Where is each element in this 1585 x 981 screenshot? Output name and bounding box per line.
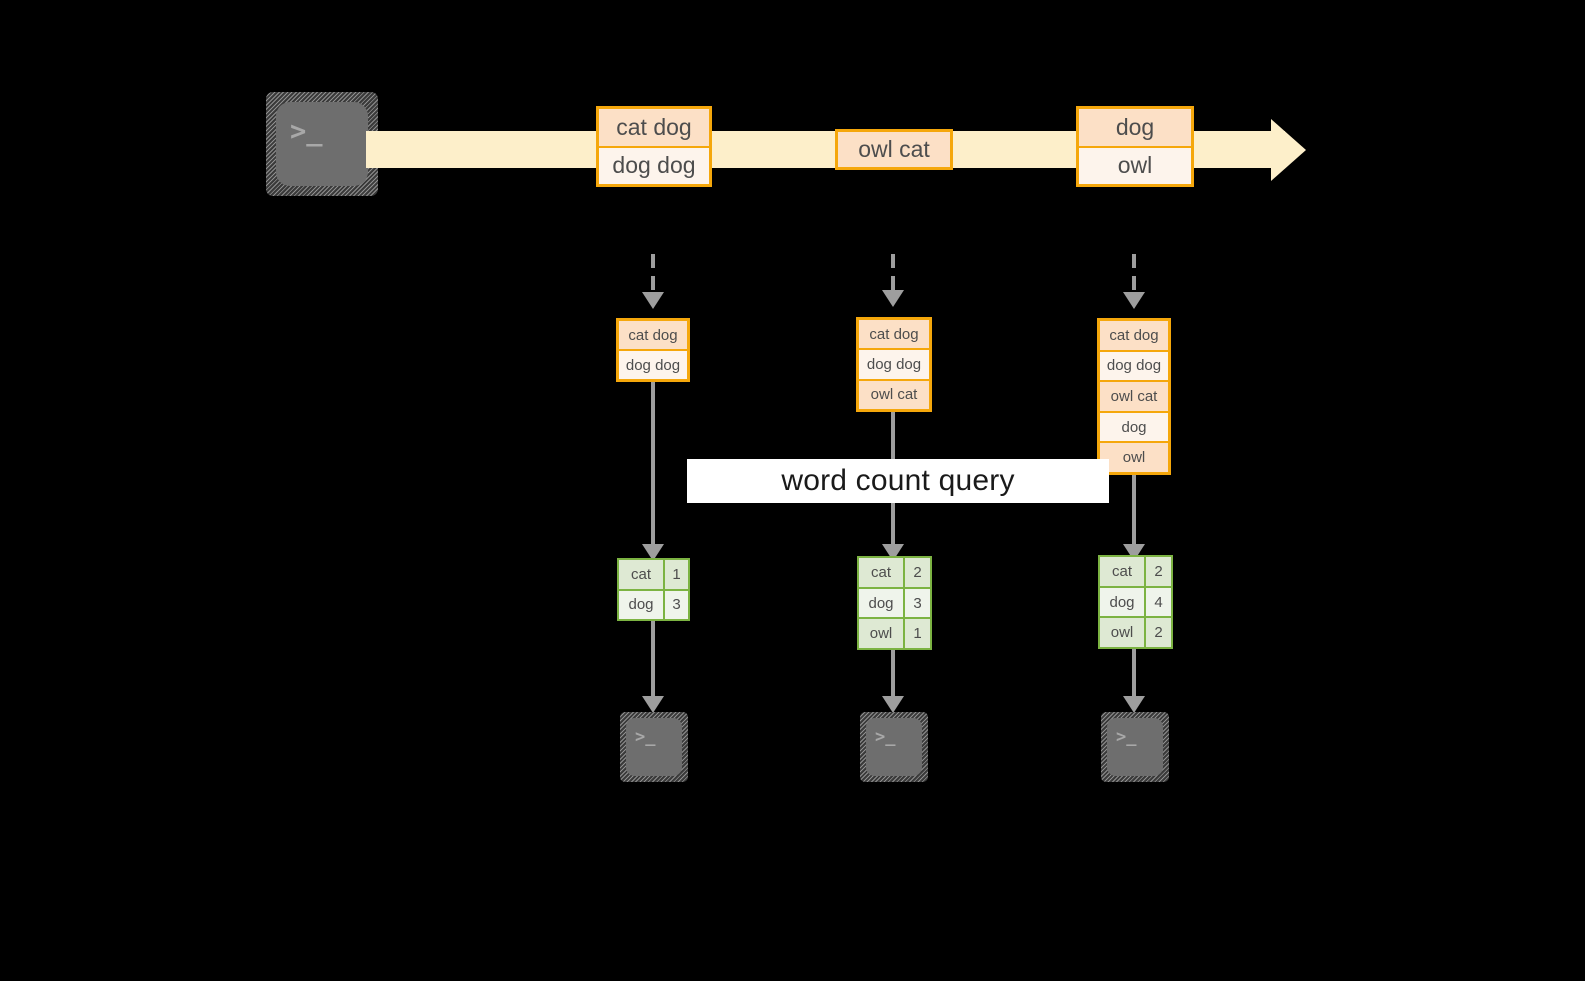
buffer-line: dog dog xyxy=(859,350,929,381)
terminal-prompt-glyph: >_ xyxy=(1116,727,1137,747)
buffer-line: owl cat xyxy=(1100,382,1168,413)
connector-result-1-to-sink-1 xyxy=(651,621,655,698)
connector-arrowhead xyxy=(642,544,664,561)
buffer-line: cat dog xyxy=(1100,321,1168,352)
sink-terminal-icon-3[interactable]: >_ xyxy=(1101,712,1169,782)
terminal-screen: >_ xyxy=(276,102,368,186)
connector-buffer-1-to-result-1 xyxy=(651,382,655,546)
terminal-screen: >_ xyxy=(866,718,922,776)
connector-result-3-to-sink-3 xyxy=(1132,649,1136,698)
result-word: dog xyxy=(1100,587,1146,617)
stream-batch-line: owl xyxy=(1079,147,1191,184)
terminal-prompt-glyph: >_ xyxy=(635,727,656,747)
result-row: owl 2 xyxy=(1100,618,1171,648)
result-row: dog 4 xyxy=(1100,587,1171,619)
stream-batch-1[interactable]: cat dog dog dog xyxy=(596,106,712,187)
result-word: dog xyxy=(619,590,665,619)
terminal-prompt-glyph: >_ xyxy=(290,116,323,147)
result-word: dog xyxy=(859,588,905,618)
buffer-2[interactable]: cat dog dog dog owl cat xyxy=(856,317,932,412)
result-count: 2 xyxy=(913,563,922,581)
result-count: 2 xyxy=(1154,624,1163,642)
buffer-line: dog xyxy=(1100,412,1168,444)
sink-terminal-icon-1[interactable]: >_ xyxy=(620,712,688,782)
result-count: 1 xyxy=(913,625,922,643)
terminal-screen: >_ xyxy=(1107,718,1163,776)
result-row: owl 1 xyxy=(859,619,930,649)
terminal-prompt-glyph: >_ xyxy=(875,727,896,747)
query-label: word count query xyxy=(781,464,1015,497)
source-terminal-icon[interactable]: >_ xyxy=(266,92,378,196)
buffer-line: dog dog xyxy=(619,351,687,379)
stream-batch-3[interactable]: dog owl xyxy=(1076,106,1194,187)
connector-arrowhead xyxy=(642,696,664,713)
stream-batch-line: dog dog xyxy=(599,147,709,184)
buffer-line: cat dog xyxy=(859,320,929,351)
connector-stream-to-buffer-3 xyxy=(1132,254,1136,294)
result-row: cat 2 xyxy=(1100,557,1171,588)
query-band: word count query xyxy=(687,459,1109,503)
connector-arrowhead xyxy=(882,696,904,713)
connector-arrowhead xyxy=(642,292,664,309)
stream-batch-2[interactable]: owl cat xyxy=(835,129,953,170)
terminal-screen: >_ xyxy=(626,718,682,776)
result-count: 3 xyxy=(672,596,681,614)
buffer-line: dog dog xyxy=(1100,351,1168,383)
result-count: 2 xyxy=(1154,562,1163,580)
result-row: dog 3 xyxy=(619,590,688,619)
buffer-line: owl cat xyxy=(859,380,929,409)
buffer-3[interactable]: cat dog dog dog owl cat dog owl xyxy=(1097,318,1171,475)
result-table-2[interactable]: cat 2 dog 3 owl 1 xyxy=(857,556,932,650)
stream-batch-line: owl cat xyxy=(838,132,950,167)
connector-arrowhead xyxy=(1123,696,1145,713)
result-word: cat xyxy=(859,558,905,587)
connector-buffer-3-to-result-3 xyxy=(1132,475,1136,546)
result-word: owl xyxy=(1100,618,1146,648)
stream-arrowhead xyxy=(1271,119,1306,181)
result-table-3[interactable]: cat 2 dog 4 owl 2 xyxy=(1098,555,1173,649)
sink-terminal-icon-2[interactable]: >_ xyxy=(860,712,928,782)
result-word: cat xyxy=(619,560,665,589)
result-row: dog 3 xyxy=(859,588,930,620)
result-table-1[interactable]: cat 1 dog 3 xyxy=(617,558,690,621)
result-count: 4 xyxy=(1154,593,1163,611)
stream-batch-line: dog xyxy=(1079,109,1191,148)
connector-result-2-to-sink-2 xyxy=(891,650,895,698)
connector-arrowhead xyxy=(1123,292,1145,309)
buffer-line: cat dog xyxy=(619,321,687,351)
connector-stream-to-buffer-1 xyxy=(651,254,655,294)
connector-stream-to-buffer-2 xyxy=(891,254,895,292)
stream-batch-line: cat dog xyxy=(599,109,709,148)
connector-arrowhead xyxy=(882,290,904,307)
result-count: 3 xyxy=(913,594,922,612)
result-count: 1 xyxy=(672,565,681,583)
buffer-1[interactable]: cat dog dog dog xyxy=(616,318,690,382)
result-row: cat 1 xyxy=(619,560,688,591)
result-word: cat xyxy=(1100,557,1146,586)
result-word: owl xyxy=(859,619,905,649)
result-row: cat 2 xyxy=(859,558,930,589)
buffer-line: owl xyxy=(1100,443,1168,472)
